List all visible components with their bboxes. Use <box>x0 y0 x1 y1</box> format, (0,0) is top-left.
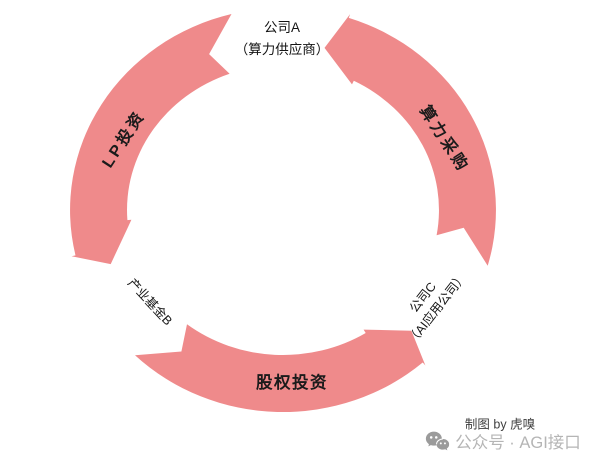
arc-lp-investment <box>70 14 232 265</box>
arc-compute-procurement <box>324 14 496 266</box>
credit-line: 制图 by 虎嗅 <box>464 417 536 432</box>
node-company-a-role: （算力供应商） <box>234 42 330 57</box>
node-company-a: 公司A （算力供应商） <box>235 17 330 61</box>
edge-label-equity-investment: 股权投资 <box>256 374 328 392</box>
account-name: 公众号 · AGI接口 <box>455 434 581 452</box>
wechat-icon <box>425 431 450 451</box>
arc-equity-investment <box>135 324 426 413</box>
node-company-a-name: 公司A <box>263 20 300 35</box>
account-line: 公众号 · AGI接口 <box>425 429 581 453</box>
